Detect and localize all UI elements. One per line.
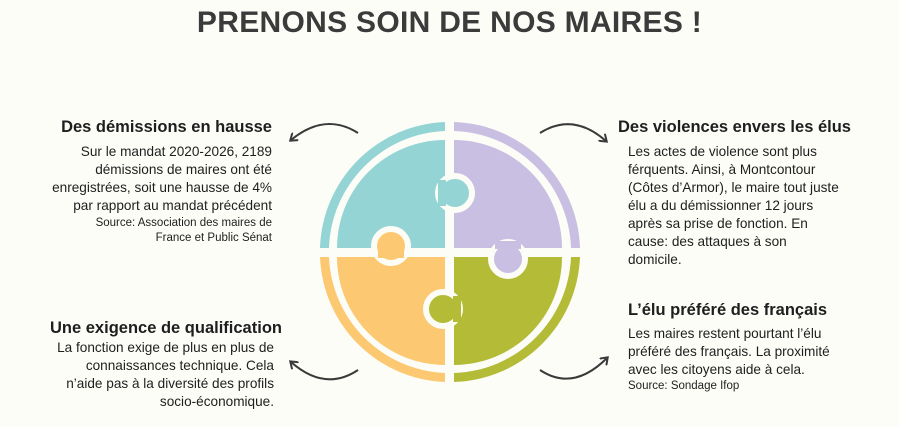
block-heading: Une exigence de qualification <box>50 319 282 337</box>
piece-yellow <box>337 257 445 365</box>
block-body: La fonction exige de plus en plus de con… <box>57 340 274 409</box>
block-heading: Des violences envers les élus <box>618 118 851 136</box>
ring-teal <box>320 122 445 248</box>
block-demissions: Des démissions en hausse Sur le mandat 2… <box>32 116 272 246</box>
piece-teal <box>337 140 445 248</box>
piece-lavender <box>454 140 562 248</box>
ring-green <box>454 257 580 382</box>
page-title: PRENONS SOIN DE NOS MAIRES ! <box>196 6 703 39</box>
block-body: Sur le mandat 2020-2026, 2189 démissions… <box>52 144 272 213</box>
block-source: Source: Sondage Ifop <box>628 380 740 392</box>
ring-yellow <box>320 257 445 382</box>
ring-lavender <box>454 122 580 248</box>
block-body: Les maires restent pourtant l’élu préfér… <box>628 326 830 377</box>
arrow-top-left-icon <box>291 123 359 140</box>
block-qualification: Une exigence de qualification La fonctio… <box>50 317 290 411</box>
arrow-bottom-left-icon <box>291 362 359 381</box>
piece-green <box>454 257 562 365</box>
arrow-bottom-right-icon <box>539 358 607 380</box>
block-body: Les actes de violence sont plus férquent… <box>628 144 839 267</box>
block-elu-prefere: L’élu préféré des français Les maires re… <box>628 299 868 394</box>
block-source: Source: Association des maires de France… <box>95 217 272 244</box>
block-violences: Des violences envers les élus Les actes … <box>618 116 878 269</box>
arrow-top-right-icon <box>539 123 606 141</box>
block-heading: Des démissions en hausse <box>61 118 272 136</box>
block-heading: L’élu préféré des français <box>628 301 828 319</box>
